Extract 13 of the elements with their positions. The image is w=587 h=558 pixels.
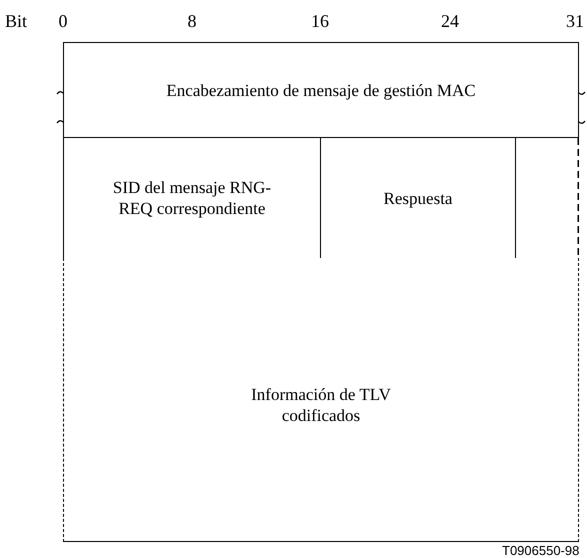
header-field xyxy=(63,42,579,138)
figure-id: T0906550-98 xyxy=(502,543,580,558)
bit-number: 8 xyxy=(188,11,196,31)
field-label: Encabezamiento de mensaje de gestión MAC xyxy=(166,80,476,100)
field-label: Información de TLV codificados xyxy=(250,384,392,426)
tlv-field xyxy=(63,258,579,542)
axis-title: Bit xyxy=(5,11,28,31)
bit-number: 31 xyxy=(566,11,584,31)
field-label: Respuesta xyxy=(384,188,452,208)
field-label: SID del mensaje RNG-REQ correspondiente xyxy=(112,177,272,219)
bit-number: 24 xyxy=(441,11,459,31)
bit-number: 0 xyxy=(58,11,68,31)
bit-number: 16 xyxy=(311,11,329,31)
